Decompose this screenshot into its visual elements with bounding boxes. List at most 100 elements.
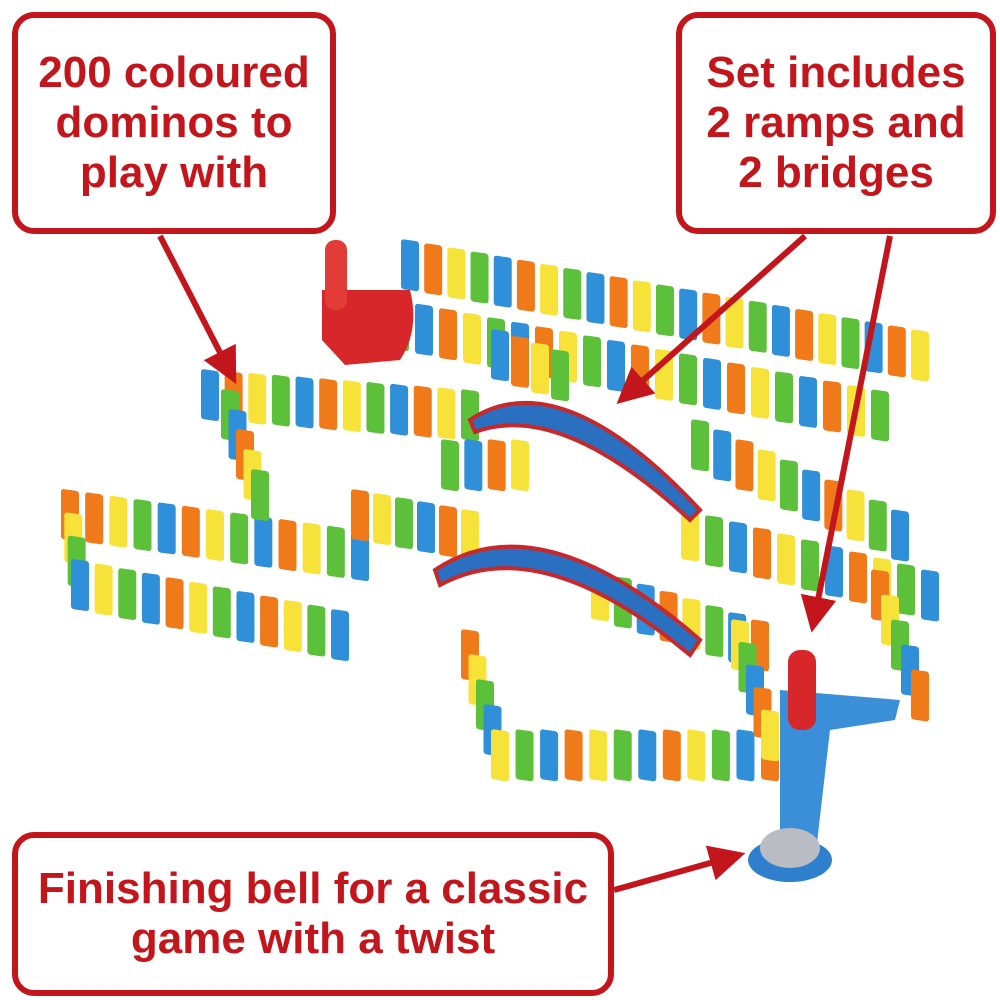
- domino: [254, 515, 273, 568]
- domino: [841, 317, 860, 370]
- domino: [516, 259, 535, 312]
- domino: [736, 729, 755, 782]
- domino: [681, 509, 699, 562]
- domino: [94, 563, 113, 616]
- domino: [911, 669, 929, 722]
- domino: [278, 519, 297, 572]
- domino: [390, 383, 409, 436]
- domino: [757, 449, 776, 502]
- domino: [921, 569, 939, 622]
- domino: [911, 329, 929, 382]
- domino: [487, 439, 506, 492]
- domino: [326, 525, 345, 578]
- domino: [141, 572, 160, 625]
- domino: [799, 376, 817, 428]
- domino: [271, 374, 290, 427]
- bell-stand: [748, 650, 900, 882]
- domino: [771, 305, 790, 357]
- domino: [711, 729, 730, 782]
- domino: [424, 243, 443, 296]
- domino: [260, 595, 279, 648]
- domino: [437, 387, 456, 440]
- domino: [551, 349, 569, 402]
- domino: [589, 729, 608, 782]
- domino: [230, 512, 249, 565]
- domino: [583, 335, 601, 388]
- domino: [662, 729, 681, 782]
- domino: [236, 591, 255, 643]
- domino: [705, 515, 723, 568]
- domino: [307, 604, 326, 657]
- domino: [725, 296, 744, 349]
- domino: [703, 358, 721, 410]
- domino: [849, 551, 867, 604]
- domino: [735, 439, 754, 492]
- domino: [751, 367, 769, 419]
- domino: [511, 439, 529, 492]
- domino: [729, 521, 747, 574]
- domino: [373, 493, 391, 546]
- domino: [748, 300, 767, 353]
- domino: [441, 439, 459, 492]
- domino: [470, 251, 489, 304]
- domino: [713, 429, 732, 482]
- domino: [493, 255, 512, 308]
- domino: [531, 342, 549, 395]
- domino: [133, 499, 152, 551]
- red-ramp: [322, 240, 414, 365]
- domino-set: [61, 239, 939, 782]
- callout-bell: Finishing bell for a classic game with a…: [12, 832, 614, 996]
- domino: [761, 709, 779, 762]
- domino: [109, 495, 128, 548]
- domino: [511, 336, 529, 388]
- domino: [165, 577, 184, 630]
- domino: [491, 729, 509, 782]
- domino: [679, 353, 697, 406]
- domino: [891, 509, 909, 562]
- domino: [302, 522, 321, 575]
- domino: [461, 509, 479, 562]
- domino: [206, 509, 224, 561]
- domino: [295, 376, 314, 429]
- domino: [609, 276, 628, 329]
- domino: [351, 529, 369, 582]
- domino: [491, 329, 509, 382]
- domino: [515, 729, 534, 782]
- domino: [283, 600, 302, 652]
- domino: [586, 272, 605, 324]
- domino: [85, 492, 104, 545]
- bell-icon: [760, 828, 820, 868]
- domino: [342, 380, 361, 432]
- domino: [189, 581, 208, 634]
- domino: [540, 263, 559, 316]
- domino: [540, 729, 559, 782]
- domino: [656, 284, 674, 337]
- domino: [753, 527, 771, 580]
- domino: [464, 439, 483, 492]
- domino: [563, 268, 582, 320]
- callout-dominos: 200 coloured dominos to play with: [12, 12, 336, 234]
- domino: [802, 469, 821, 522]
- domino: [212, 586, 231, 639]
- domino: [823, 380, 841, 433]
- domino: [366, 382, 385, 434]
- domino: [201, 369, 219, 421]
- domino: [846, 489, 865, 542]
- domino: [157, 502, 176, 555]
- domino: [118, 568, 137, 621]
- domino: [447, 247, 466, 300]
- domino: [775, 371, 793, 424]
- domino: [887, 325, 906, 378]
- domino: [825, 545, 843, 598]
- domino: [319, 378, 338, 431]
- domino: [638, 729, 657, 782]
- domino: [818, 313, 837, 365]
- domino: [401, 239, 419, 292]
- domino: [463, 312, 481, 365]
- domino: [248, 372, 267, 425]
- domino: [181, 505, 200, 558]
- domino: [415, 303, 433, 356]
- domino: [251, 469, 269, 522]
- domino: [777, 533, 795, 586]
- domino: [868, 499, 887, 552]
